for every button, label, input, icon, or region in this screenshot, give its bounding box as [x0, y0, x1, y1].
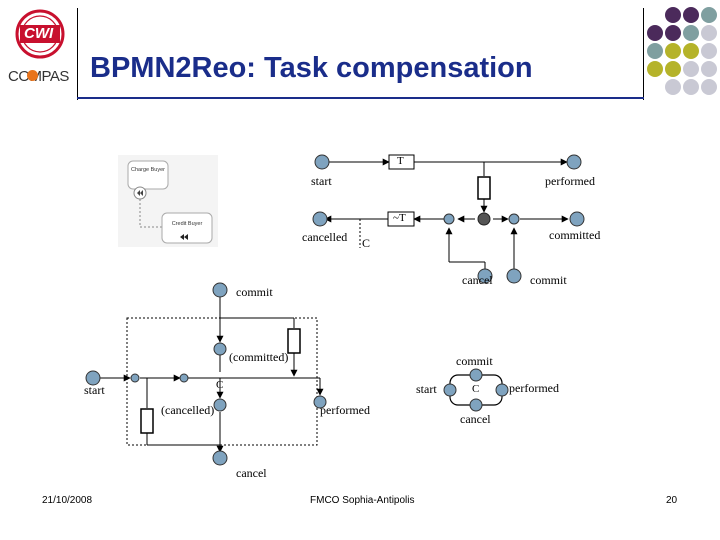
- footer-page-number: 20: [666, 495, 678, 506]
- node-junction-a: [443, 213, 455, 225]
- fifo-buffer-committed: [287, 328, 301, 354]
- bottom-left-diagram: [85, 282, 327, 466]
- node-commit-bl: [212, 282, 228, 298]
- decorative-dot: [683, 25, 699, 41]
- fifo-buffer-top: [477, 176, 491, 200]
- node-junction-bl-2: [179, 373, 189, 383]
- decorative-dot: [683, 79, 699, 95]
- header-divider-left: [77, 8, 78, 100]
- decorative-dot: [701, 7, 717, 23]
- decorative-dot-grid: [647, 7, 717, 95]
- label-cancel-bl: cancel: [236, 466, 267, 480]
- label-cancelled-bl: (cancelled): [161, 403, 215, 417]
- label-t: T: [397, 155, 404, 167]
- label-commit-br: commit: [456, 354, 493, 368]
- label-cancel-br: cancel: [460, 412, 491, 426]
- slide-title: BPMN2Reo: Task compensation: [90, 52, 533, 84]
- bpmn-task-charge-buyer: Charge Buyer: [131, 167, 165, 173]
- label-start-top: start: [311, 174, 332, 188]
- fifo-buffer-cancelled: [140, 408, 154, 434]
- task-box-t: [388, 154, 415, 170]
- bpmn-task-credit-buyer: Credit Buyer: [171, 221, 203, 227]
- node-performed-top: [566, 154, 582, 170]
- cwi-logo-graphic: [15, 9, 65, 59]
- decorative-dot: [701, 79, 717, 95]
- cwi-logo-text: CWI: [24, 25, 54, 42]
- node-start-top: [314, 154, 330, 170]
- compas-dot-icon: [27, 70, 38, 81]
- compas-logo: COMPAS: [8, 68, 76, 88]
- decorative-dot: [683, 7, 699, 23]
- node-commit-top: [506, 268, 522, 284]
- label-performed-bl: performed: [320, 403, 370, 417]
- decorative-dot: [683, 61, 699, 77]
- label-performed-top: performed: [545, 174, 595, 188]
- label-commit-bl: commit: [236, 285, 273, 299]
- node-junction-bl-1: [130, 373, 140, 383]
- decorative-dot: [701, 43, 717, 59]
- decorative-dot: [665, 79, 681, 95]
- decorative-dot: [701, 25, 717, 41]
- node-cancelled-top: [312, 211, 328, 227]
- footer-date: 21/10/2008: [42, 495, 93, 506]
- node-start-br: [443, 383, 457, 397]
- label-c-top: C: [362, 236, 371, 250]
- decorative-dot: [683, 43, 699, 59]
- bpmn-thumbnail-graphic: [118, 155, 218, 247]
- node-cancel-br: [469, 398, 483, 412]
- decorative-dot: [665, 25, 681, 41]
- decorative-dot: [647, 61, 663, 77]
- node-cancel-top: [477, 268, 493, 284]
- label-commit-top: commit: [530, 273, 567, 287]
- bottom-right-diagram: [443, 368, 509, 412]
- decorative-dot: [665, 43, 681, 59]
- task-box-not-t: [387, 211, 415, 227]
- label-performed-br: performed: [509, 381, 559, 395]
- header-underline: [77, 97, 644, 99]
- node-start-bl: [85, 370, 101, 386]
- node-commit-br: [469, 368, 483, 382]
- decorative-dot: [647, 43, 663, 59]
- node-junction-b: [477, 212, 491, 226]
- label-c-bl: C: [216, 379, 224, 391]
- compas-logo-text: COMPAS: [8, 68, 69, 85]
- bpmn-thumbnail: Charge Buyer Credit Buyer: [118, 155, 218, 247]
- label-cancelled-top: cancelled: [302, 230, 348, 244]
- node-performed-br: [495, 383, 509, 397]
- node-committed-top: [569, 211, 585, 227]
- node-junction-c: [508, 213, 520, 225]
- node-cancel-bl: [212, 450, 228, 466]
- label-c-br: C: [472, 383, 480, 395]
- cwi-logo: CWI: [10, 8, 70, 60]
- decorative-dot: [701, 61, 717, 77]
- node-cancelled-bl: [213, 398, 227, 412]
- decorative-dot: [665, 61, 681, 77]
- label-start-bl: start: [84, 383, 105, 397]
- header-divider-right: [643, 8, 644, 100]
- node-performed-bl: [313, 395, 327, 409]
- decorative-dot: [665, 7, 681, 23]
- label-not-t: ~T: [393, 212, 406, 224]
- footer-venue: FMCO Sophia-Antipolis: [310, 495, 415, 506]
- node-committed-bl: [213, 342, 227, 356]
- label-start-br: start: [416, 382, 437, 396]
- top-diagram: [312, 154, 585, 284]
- label-committed-bl: (committed): [229, 350, 289, 364]
- label-cancel-top: cancel: [462, 273, 493, 287]
- label-committed-top: committed: [549, 228, 601, 242]
- decorative-dot: [647, 25, 663, 41]
